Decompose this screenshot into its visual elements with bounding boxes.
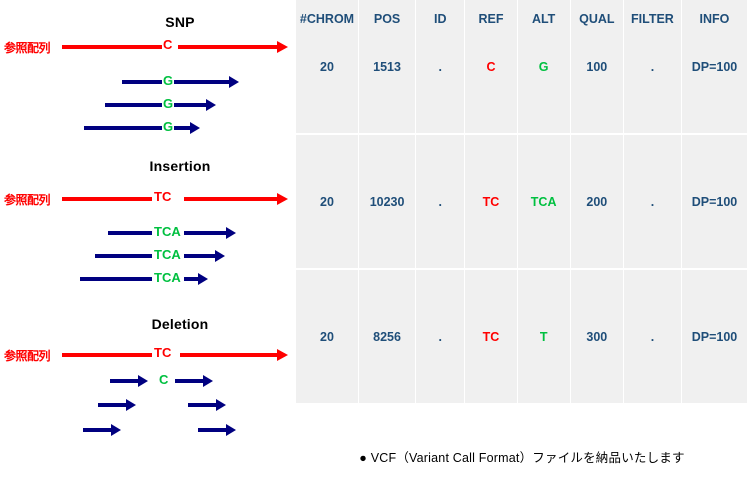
read-line-snp-3-right bbox=[174, 126, 192, 130]
reference-label-deletion: 参照配列 bbox=[4, 349, 51, 363]
cell-chrom: 20 bbox=[296, 270, 359, 403]
read-line-snp-1-left bbox=[122, 80, 162, 84]
column-header-alt: ALT bbox=[517, 6, 570, 32]
read-line-snp-3-left bbox=[84, 126, 162, 130]
read-arrowhead-ins-1 bbox=[226, 227, 236, 239]
cell-qual: 300 bbox=[570, 270, 623, 403]
reference-line-insertion-left bbox=[62, 197, 152, 201]
column-header-info: INFO bbox=[681, 6, 747, 32]
read-line-snp-2-right bbox=[174, 103, 208, 107]
read-line-snp-1-right bbox=[174, 80, 231, 84]
read-line-ins-2-right bbox=[184, 254, 217, 258]
cell-filter: . bbox=[623, 270, 681, 403]
read-allele-ins-3: TCA bbox=[154, 270, 181, 285]
cell-ref: TC bbox=[465, 270, 517, 403]
read-arrowhead-del-2-right bbox=[216, 399, 226, 411]
read-line-del-1-left bbox=[110, 379, 140, 383]
read-line-ins-3-left bbox=[80, 277, 152, 281]
section-title-snp: SNP bbox=[165, 14, 195, 30]
read-allele-del-1: C bbox=[159, 372, 169, 387]
cell-pos: 8256 bbox=[359, 270, 416, 403]
reference-line-snp-left bbox=[62, 45, 162, 49]
read-arrowhead-snp-1 bbox=[229, 76, 239, 88]
cell-info: DP=100 bbox=[681, 270, 747, 403]
vcf-table: #CHROM POS ID REF ALT QUAL FILTER INFO 2… bbox=[296, 0, 748, 437]
read-line-del-3-right bbox=[198, 428, 228, 432]
column-header-ref: REF bbox=[465, 6, 517, 32]
table-row: 20 8256 . TC T 300 . DP=100 bbox=[296, 270, 748, 405]
read-arrowhead-ins-2 bbox=[215, 250, 225, 262]
section-title-deletion: Deletion bbox=[151, 316, 209, 332]
read-allele-ins-1: TCA bbox=[154, 224, 181, 239]
read-arrowhead-ins-3 bbox=[198, 273, 208, 285]
reference-arrowhead-snp bbox=[277, 41, 288, 53]
cell-pos: 10230 bbox=[359, 135, 416, 268]
column-header-chrom: #CHROM bbox=[296, 6, 359, 32]
variant-diagram-panel: SNP 参照配列 C G G G Insertion 参照配列 TC TCA bbox=[0, 0, 296, 482]
table-row: 20 10230 . TC TCA 200 . DP=100 bbox=[296, 135, 748, 270]
read-arrowhead-snp-3 bbox=[190, 122, 200, 134]
read-allele-snp-3: G bbox=[163, 119, 174, 134]
bullet-icon: ● bbox=[359, 451, 368, 465]
reference-arrowhead-deletion bbox=[277, 349, 288, 361]
reference-allele-snp: C bbox=[163, 37, 173, 52]
read-line-del-2-right bbox=[188, 403, 218, 407]
caption-text: VCF（Variant Call Format）ファイルを納品いたします bbox=[370, 451, 685, 465]
read-allele-snp-2: G bbox=[163, 96, 174, 111]
read-line-ins-1-left bbox=[108, 231, 152, 235]
read-arrowhead-del-1-left bbox=[138, 375, 148, 387]
read-line-ins-2-left bbox=[95, 254, 152, 258]
read-line-ins-3-right bbox=[184, 277, 200, 281]
reference-arrowhead-insertion bbox=[277, 193, 288, 205]
column-header-id: ID bbox=[416, 6, 465, 32]
reference-allele-deletion: TC bbox=[154, 345, 172, 360]
read-line-snp-2-left bbox=[105, 103, 162, 107]
cell-chrom: 20 bbox=[296, 135, 359, 268]
cell-alt: TCA bbox=[517, 135, 570, 268]
column-header-qual: QUAL bbox=[570, 6, 623, 32]
reference-line-deletion-right bbox=[180, 353, 279, 357]
read-arrowhead-del-3-left bbox=[111, 424, 121, 436]
reference-label-insertion: 参照配列 bbox=[4, 193, 51, 207]
reference-line-snp-right bbox=[178, 45, 279, 49]
cell-id: . bbox=[416, 270, 465, 403]
cell-filter: . bbox=[623, 135, 681, 268]
section-title-insertion: Insertion bbox=[149, 158, 211, 174]
read-arrowhead-snp-2 bbox=[206, 99, 216, 111]
read-arrowhead-del-2-left bbox=[126, 399, 136, 411]
cell-ref: TC bbox=[465, 135, 517, 268]
vcf-table-header-row: #CHROM POS ID REF ALT QUAL FILTER INFO bbox=[296, 0, 748, 40]
reference-line-deletion-left bbox=[62, 353, 152, 357]
cell-alt: T bbox=[517, 270, 570, 403]
reference-label-snp: 参照配列 bbox=[4, 41, 51, 55]
read-allele-ins-2: TCA bbox=[154, 247, 181, 262]
read-line-ins-1-right bbox=[184, 231, 228, 235]
column-header-filter: FILTER bbox=[623, 6, 681, 32]
read-allele-snp-1: G bbox=[163, 73, 174, 88]
read-arrowhead-del-3-right bbox=[226, 424, 236, 436]
read-line-del-3-left bbox=[83, 428, 113, 432]
cell-id: . bbox=[416, 135, 465, 268]
read-line-del-2-left bbox=[98, 403, 128, 407]
column-header-pos: POS bbox=[359, 6, 416, 32]
reference-allele-insertion: TC bbox=[154, 189, 172, 204]
reference-line-insertion-right bbox=[184, 197, 279, 201]
cell-info: DP=100 bbox=[681, 135, 747, 268]
read-arrowhead-del-1-right bbox=[203, 375, 213, 387]
cell-qual: 200 bbox=[570, 135, 623, 268]
deliverable-caption: ● VCF（Variant Call Format）ファイルを納品いたします bbox=[296, 447, 748, 466]
read-line-del-1-right bbox=[175, 379, 205, 383]
